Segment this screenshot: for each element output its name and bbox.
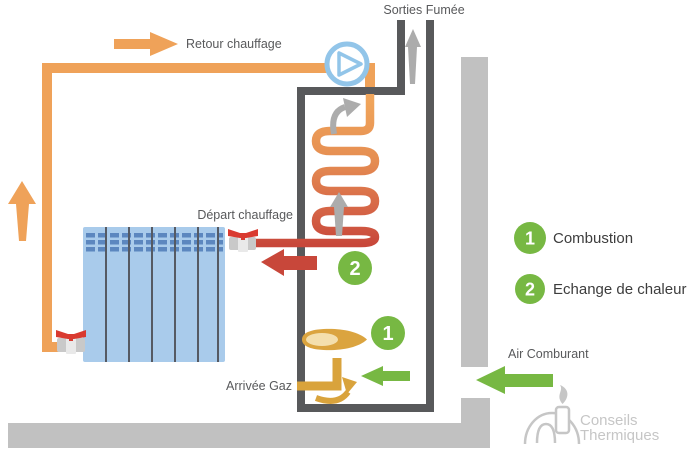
label-heating-return: Retour chauffage [186,37,282,51]
boiler-wall-left [297,87,305,412]
heating-return-pipe [42,63,375,352]
gas-pipe [297,358,342,391]
marker-heat-exchange: 2 [338,251,372,285]
legend-number-1: 1 [525,229,535,249]
radiator-valve-return-icon [56,330,86,354]
label-heating-supply: Départ chauffage [197,208,293,222]
logo-text-line2: Thermiques [580,427,659,444]
radiator-fins [86,233,223,254]
logo-igloo-icon [523,411,581,445]
radiator-body [83,227,225,362]
marker-heat-exchange-number: 2 [349,258,360,280]
air-arrow-outer-icon [476,366,553,394]
pump-icon [324,41,370,87]
logo-igloo-door-icon [535,422,557,444]
radiator-valve-supply-icon [228,229,258,252]
floor [8,423,490,448]
boiler-casing [297,20,434,412]
return-up-arrow-icon [8,181,36,241]
conseils-thermiques-logo: Conseils Thermiques [523,385,659,445]
marker-combustion: 1 [371,316,405,350]
outside-wall-lower [461,398,490,425]
flue-gas-arrow-icon [405,29,421,84]
legend-label-combustion: Combustion [553,230,633,247]
hot-gas-up-arrow-icon [330,192,348,236]
hot-gas-curved-arrowhead-icon [343,98,361,117]
legend: 1 Combustion 2 Echange de chaleur [514,222,686,304]
radiator-sections [105,227,219,362]
air-arrow-inner-icon [361,366,410,386]
logo-candle-icon [554,405,571,435]
burner-flame-icon [302,328,367,351]
hot-gas-curved-arrow-icon [330,104,347,135]
legend-badge-2 [515,274,545,304]
legend-number-2: 2 [525,280,535,300]
return-flow-arrow-icon [114,32,178,56]
flue-duct-wall [397,20,405,95]
logo-text-line1: Conseils [580,412,638,429]
gas-flow-arrow-icon [314,390,351,404]
logo-flame-icon [559,385,568,404]
pump-rotor [337,51,363,77]
marker-combustion-number: 1 [382,323,393,345]
label-flue-out: Sorties Fumée [383,3,464,17]
label-gas-in: Arrivée Gaz [226,379,292,393]
boiler-wall-bottom [297,404,434,412]
legend-badge-1 [514,222,546,254]
boiler-wall-right [426,20,434,412]
gas-flow-arrowhead-icon [342,377,357,394]
heat-exchanger-coil [240,94,380,248]
supply-flow-arrow-icon [261,249,317,276]
outside-wall-upper [461,57,488,367]
boiler-wall-top [297,87,405,95]
radiator [83,227,225,362]
legend-label-heat-exchange: Echange de chaleur [553,281,686,298]
label-combustion-air: Air Comburant [508,347,589,361]
